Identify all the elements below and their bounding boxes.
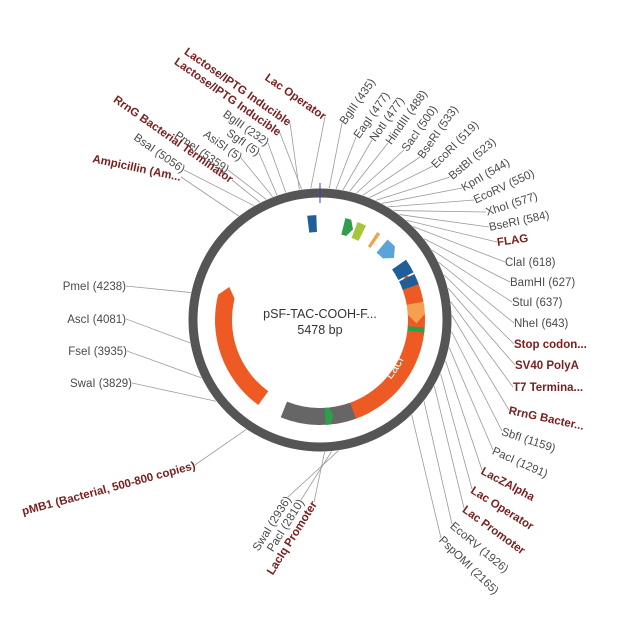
leader-line <box>362 156 421 196</box>
leader-line <box>448 347 494 451</box>
leader-line <box>258 152 278 196</box>
feature-layer: LacI <box>215 215 426 425</box>
leader-line <box>342 139 373 191</box>
feature-t7-terminator-arrow <box>406 301 425 324</box>
plasmid-length: 5478 bp <box>297 323 342 337</box>
leader-line <box>393 210 487 213</box>
feature-label: T7 Termina... <box>513 382 583 394</box>
feature-lacI-arrow <box>330 274 426 425</box>
feature-label: SV40 PolyA <box>515 360 579 372</box>
site-label: BamHI (627) <box>510 277 575 289</box>
feature-label: pMB1 (Bacterial, 500-800 copies) <box>21 460 197 518</box>
leader-line <box>438 261 515 324</box>
leader-line <box>413 226 506 263</box>
leader-line <box>433 385 465 509</box>
feature-label: Lactose/IPTG Inducible <box>172 56 283 139</box>
leader-line <box>450 301 514 388</box>
leader-line <box>240 157 274 198</box>
feature-laciq-promoter-arrow <box>324 407 334 425</box>
leader-line <box>313 451 325 503</box>
leader-line <box>356 149 405 194</box>
site-label: FseI (3935) <box>68 346 127 358</box>
feature-label: FLAG <box>496 233 529 249</box>
feature-pmb1-block <box>280 401 356 425</box>
feature-flag-arrow <box>376 239 395 259</box>
feature-lacza-block <box>407 326 425 333</box>
leader-line <box>369 165 434 198</box>
leader-line <box>447 287 516 366</box>
site-label: PmeI (4238) <box>63 281 126 293</box>
leader-line <box>375 176 451 201</box>
leader-line <box>440 373 473 490</box>
leader-line <box>180 176 239 217</box>
leader-line <box>125 318 191 344</box>
leader-line <box>227 169 267 200</box>
leader-line <box>335 136 357 190</box>
label-leader-lines <box>125 116 516 539</box>
site-label: SwaI (3829) <box>70 378 132 390</box>
feature-lac-promoter-block <box>351 221 367 241</box>
site-label: ClaI (618) <box>505 257 556 269</box>
site-label: StuI (637) <box>512 297 563 309</box>
feature-stop-codon-block <box>392 259 414 281</box>
feature-rrng-terminator-block <box>307 215 317 233</box>
leader-line <box>411 414 442 539</box>
feature-sv40-polya-block <box>399 273 419 290</box>
site-label: AscI (4081) <box>67 314 126 326</box>
leader-line <box>451 331 503 432</box>
leader-line <box>267 142 287 193</box>
leader-line <box>131 382 217 402</box>
leader-line <box>126 350 202 379</box>
leader-line <box>279 132 303 190</box>
leader-line <box>445 360 483 471</box>
leader-line <box>194 429 247 466</box>
feature-lac-operator-block <box>341 218 354 236</box>
leader-line <box>381 187 463 204</box>
leader-line <box>300 451 332 501</box>
feature-label: RrnG Bacter... <box>508 405 586 433</box>
leader-line <box>231 179 261 203</box>
leader-line <box>443 274 515 345</box>
leader-line <box>310 116 326 189</box>
plasmid-name: pSF-TAC-COOH-F... <box>263 307 377 321</box>
leader-line <box>406 219 498 243</box>
feature-orange-tick-block <box>367 231 381 248</box>
leader-line <box>349 142 389 192</box>
leader-line <box>387 199 475 208</box>
leader-line <box>183 169 255 207</box>
leader-line <box>423 238 511 283</box>
leader-line <box>451 315 510 411</box>
leader-line <box>328 122 343 189</box>
leader-line <box>125 285 191 293</box>
feature-ampicillin-arrow <box>215 286 269 405</box>
site-label: NheI (643) <box>514 318 569 330</box>
leader-line <box>287 450 339 498</box>
leader-line <box>423 401 453 525</box>
leader-line <box>399 214 490 228</box>
leader-line <box>431 249 513 303</box>
feature-label: Stop codon... <box>514 339 587 351</box>
